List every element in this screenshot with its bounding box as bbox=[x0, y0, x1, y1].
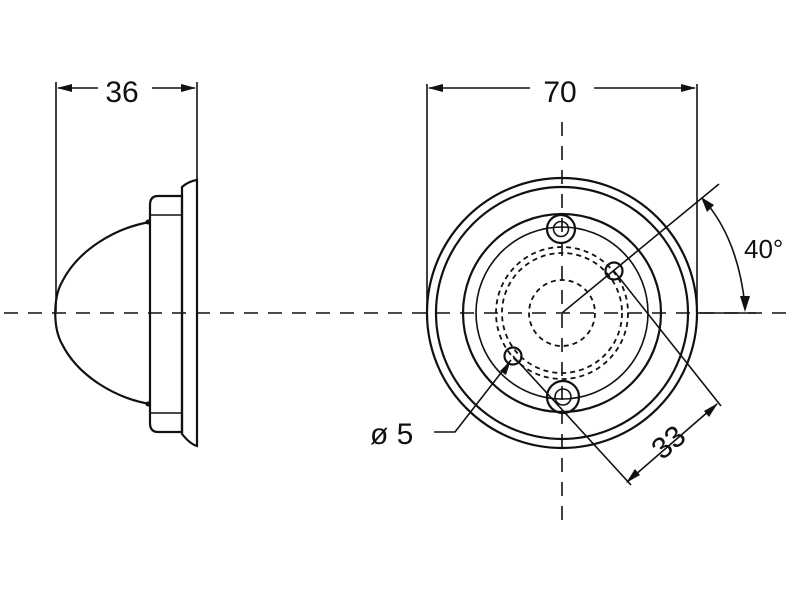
spacing-arrow-upper bbox=[704, 403, 718, 417]
hole-diameter-leader bbox=[434, 359, 512, 433]
hidden-dome-mid bbox=[501, 252, 623, 374]
screw-boss-top bbox=[545, 213, 577, 245]
front-view: 70 40° 33 ø 5 bbox=[370, 76, 783, 528]
hidden-dome-inner bbox=[528, 279, 596, 347]
spacing-extension-line-upper bbox=[613, 270, 722, 407]
dimension-label-40-degrees: 40° bbox=[744, 234, 783, 264]
dimension-label-70: 70 bbox=[543, 76, 576, 109]
hole-axis-line bbox=[561, 183, 720, 314]
spacing-extension-line-lower bbox=[512, 355, 632, 486]
side-view-rivet-bottom bbox=[145, 401, 151, 407]
screw-top-icon bbox=[552, 220, 570, 238]
front-view-flange bbox=[434, 185, 690, 441]
side-dimension-arrow-left bbox=[57, 84, 72, 92]
angle-arrow-bottom bbox=[740, 296, 750, 312]
screw-bottom-icon bbox=[554, 388, 572, 406]
screw-boss-bottom bbox=[545, 379, 581, 415]
dimension-label-diameter-5: ø 5 bbox=[370, 418, 413, 451]
dimension-label-36: 36 bbox=[105, 76, 138, 109]
angle-arrow-top bbox=[701, 197, 714, 212]
front-dimension-arrow-left bbox=[428, 84, 443, 92]
mounting-hole-lower bbox=[503, 346, 523, 366]
hole-diameter-arrow bbox=[500, 360, 511, 375]
angle-arc bbox=[702, 198, 746, 307]
spacing-arrow-lower bbox=[626, 469, 640, 483]
mounting-hole-upper bbox=[604, 261, 624, 281]
side-view-body-ring bbox=[148, 194, 184, 434]
front-dimension-arrow-right bbox=[681, 84, 696, 92]
side-view-base-flange bbox=[180, 178, 199, 448]
side-view: 36 bbox=[54, 76, 199, 448]
side-dimension-arrow-right bbox=[181, 84, 196, 92]
hidden-dome-outer bbox=[495, 246, 629, 380]
side-view-dome-lens bbox=[54, 220, 151, 406]
side-view-rivet-top bbox=[145, 219, 151, 225]
spacing-dimension-line bbox=[626, 403, 718, 483]
